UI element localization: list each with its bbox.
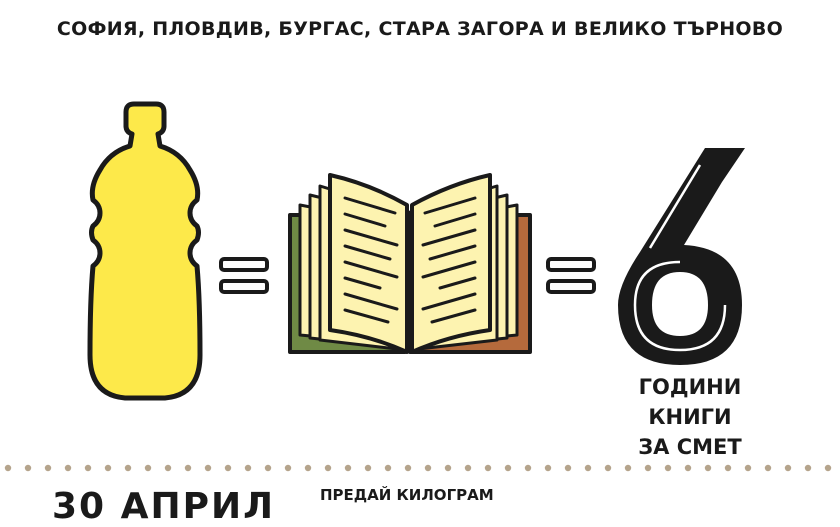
open-book-icon bbox=[288, 173, 532, 354]
caption: ГОДИНИ КНИГИ ЗА СМЕТ bbox=[630, 372, 750, 462]
footer-date: 30 АПРИЛ bbox=[52, 486, 276, 527]
caption-line: ЗА СМЕТ bbox=[638, 435, 742, 459]
bottle-icon bbox=[87, 101, 203, 401]
cities-header: СОФИЯ, ПЛОВДИВ, БУРГАС, СТАРА ЗАГОРА И В… bbox=[56, 18, 784, 40]
big-number-six bbox=[618, 148, 745, 365]
footer-note: ПРЕДАЙ КИЛОГРАМ bbox=[320, 486, 494, 504]
caption-line: ГОДИНИ bbox=[638, 375, 742, 399]
infographic bbox=[4, 101, 832, 472]
dotted-divider bbox=[4, 464, 832, 472]
equals-icon bbox=[546, 257, 596, 294]
caption-line: КНИГИ bbox=[648, 405, 732, 429]
equals-icon bbox=[219, 257, 269, 294]
